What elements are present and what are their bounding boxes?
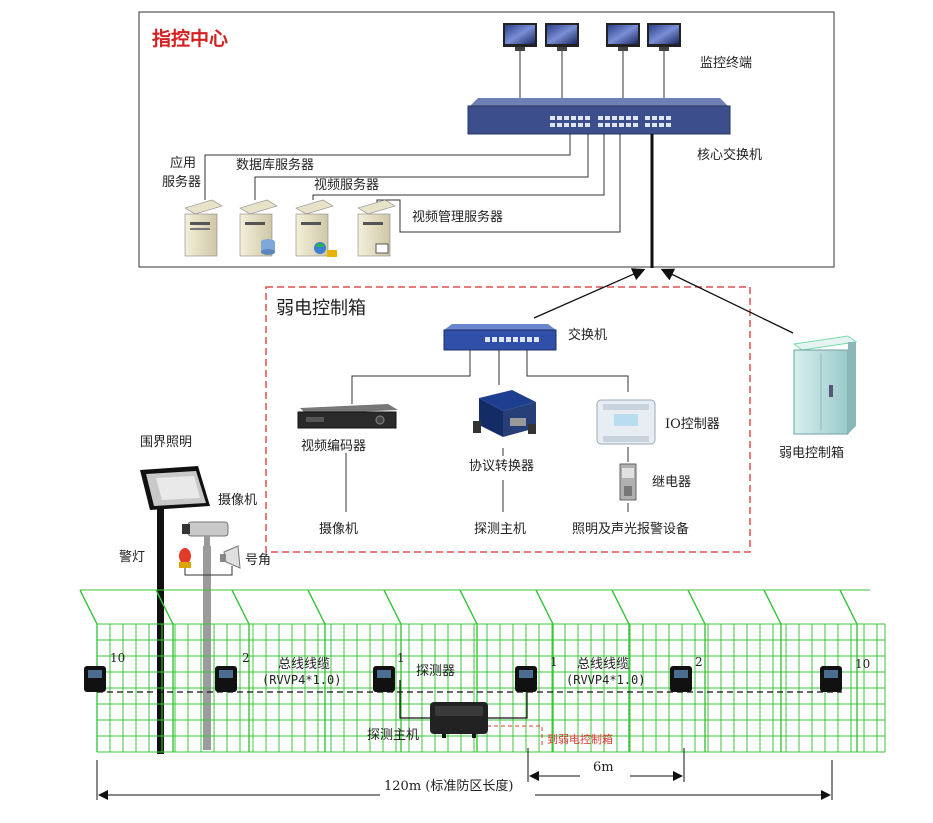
perimeter-light-label: 围界照明 [140, 435, 193, 450]
detector-icon [820, 666, 842, 692]
app-server-label-1: 应用 [170, 156, 197, 171]
io-controller-icon [596, 399, 656, 445]
monitor-icon [647, 23, 681, 51]
node-1-right: 1 [550, 655, 558, 669]
uplink-arrow-from-switch [533, 268, 646, 319]
switch-icon [443, 324, 557, 351]
fence-post [839, 589, 858, 752]
to-control-box-label: 到弱电控制箱 [547, 733, 613, 746]
app-server-icon [184, 199, 223, 257]
control-cabinet-icon [792, 335, 858, 435]
protocol-converter-icon [473, 390, 536, 437]
dimension-segment [527, 748, 685, 782]
camera-pole [203, 546, 211, 750]
core-switch-label: 核心交换机 [697, 148, 763, 163]
video-mgmt-server-icon [357, 199, 396, 257]
monitor-icon [606, 23, 640, 51]
server-links [204, 134, 621, 233]
host-link-left [399, 680, 432, 719]
detector-icon [215, 666, 237, 692]
light-pole [157, 508, 164, 754]
host-link-right [487, 680, 528, 719]
cb-camera-label: 摄像机 [319, 522, 359, 537]
detector-host-icon [430, 702, 488, 738]
relay-label: 继电器 [652, 475, 692, 490]
app-server-label-2: 服务器 [162, 175, 202, 190]
db-server-label: 数据库服务器 [236, 158, 315, 173]
fence-post [307, 589, 326, 752]
video-encoder-label: 视频编码器 [301, 439, 367, 454]
horn-label: 号角 [245, 553, 272, 568]
fence-post [155, 589, 174, 752]
detector-icon [515, 666, 537, 692]
switch-links [345, 350, 629, 512]
uplink-arrow-from-cabinet [660, 268, 794, 334]
bus-cable-left-label: 总线线缆 [278, 657, 331, 672]
video-mgmt-server-label: 视频管理服务器 [412, 210, 504, 225]
control-box-dashed [265, 286, 751, 553]
monitor-terminal-label: 监控终端 [700, 56, 753, 71]
node-10-left: 10 [110, 651, 126, 665]
command-center-title: 指控中心 [152, 28, 229, 50]
camera-icon [182, 521, 229, 546]
video-server-label: 视频服务器 [314, 178, 380, 193]
bus-cable-right-label: 总线线缆 [577, 657, 630, 672]
relay-icon [619, 463, 637, 501]
detector-icon [84, 666, 106, 692]
field-camera-label: 摄像机 [218, 493, 258, 508]
bus-cable-right-spec: (RVVP4*1.0) [566, 673, 646, 687]
fence-verticals [109, 624, 878, 752]
monitor-icon [503, 23, 537, 51]
warning-light-label: 警灯 [119, 550, 146, 565]
fence-post [231, 589, 250, 752]
field-device-wiring [184, 566, 233, 576]
protocol-converter-label: 协议转换器 [469, 459, 535, 474]
fence-post [611, 589, 630, 752]
monitor-links [519, 51, 665, 102]
fence-post [687, 589, 706, 752]
detector-host-label: 探测主机 [367, 728, 420, 743]
fence-post [79, 589, 98, 752]
perimeter-light-icon [140, 466, 210, 510]
dimension-total [96, 760, 833, 800]
warning-light-icon [179, 548, 191, 568]
control-box-title: 弱电控制箱 [276, 298, 366, 319]
cb-detector-host-label: 探测主机 [474, 522, 527, 537]
video-server-icon [295, 199, 337, 257]
video-encoder-icon [297, 404, 398, 429]
node-2-right: 2 [695, 655, 703, 669]
detector-label: 探测器 [416, 664, 456, 679]
node-1-left: 1 [397, 651, 405, 665]
bus-cable-left-spec: (RVVP4*1.0) [262, 673, 342, 687]
detector-icon [373, 666, 395, 692]
core-switch-icon [467, 98, 731, 135]
db-server-icon [239, 199, 278, 257]
node-10-right: 10 [855, 657, 871, 671]
control-cabinet-label: 弱电控制箱 [779, 446, 845, 461]
horn-icon [220, 545, 241, 569]
node-2-left: 2 [242, 651, 250, 665]
dimension-segment-label: 6m [593, 760, 614, 775]
fence-post [535, 589, 554, 752]
fence-post [383, 589, 402, 752]
monitor-terminal-icons [503, 23, 681, 51]
io-controller-label: IO控制器 [665, 417, 720, 432]
detector-icon [670, 666, 692, 692]
switch-label: 交换机 [568, 328, 608, 343]
dimension-total-label: 120m (标准防区长度) [384, 779, 514, 794]
fence-post [763, 589, 782, 752]
detector-icons [84, 666, 842, 692]
monitor-icon [545, 23, 579, 51]
lighting-alarm-label: 照明及声光报警设备 [572, 522, 690, 537]
